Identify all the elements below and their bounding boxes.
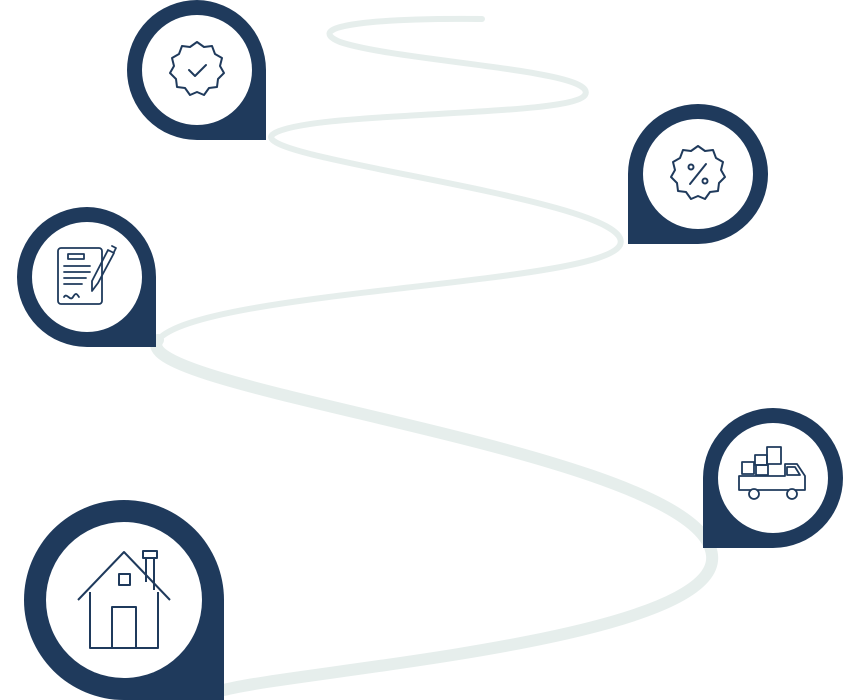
step-pin-home[interactable] bbox=[24, 500, 224, 700]
discount-badge-icon bbox=[670, 145, 726, 200]
step-pin-verified[interactable] bbox=[127, 0, 267, 140]
house-icon bbox=[77, 550, 171, 649]
contract-signing-icon bbox=[57, 245, 117, 305]
moving-truck-icon bbox=[738, 446, 806, 500]
badge-check-icon bbox=[169, 41, 225, 96]
step-pin-discount[interactable] bbox=[628, 104, 769, 245]
step-pin-contract[interactable] bbox=[17, 207, 156, 347]
winding-road-wide bbox=[150, 334, 719, 696]
step-pin-delivery[interactable] bbox=[703, 408, 843, 548]
